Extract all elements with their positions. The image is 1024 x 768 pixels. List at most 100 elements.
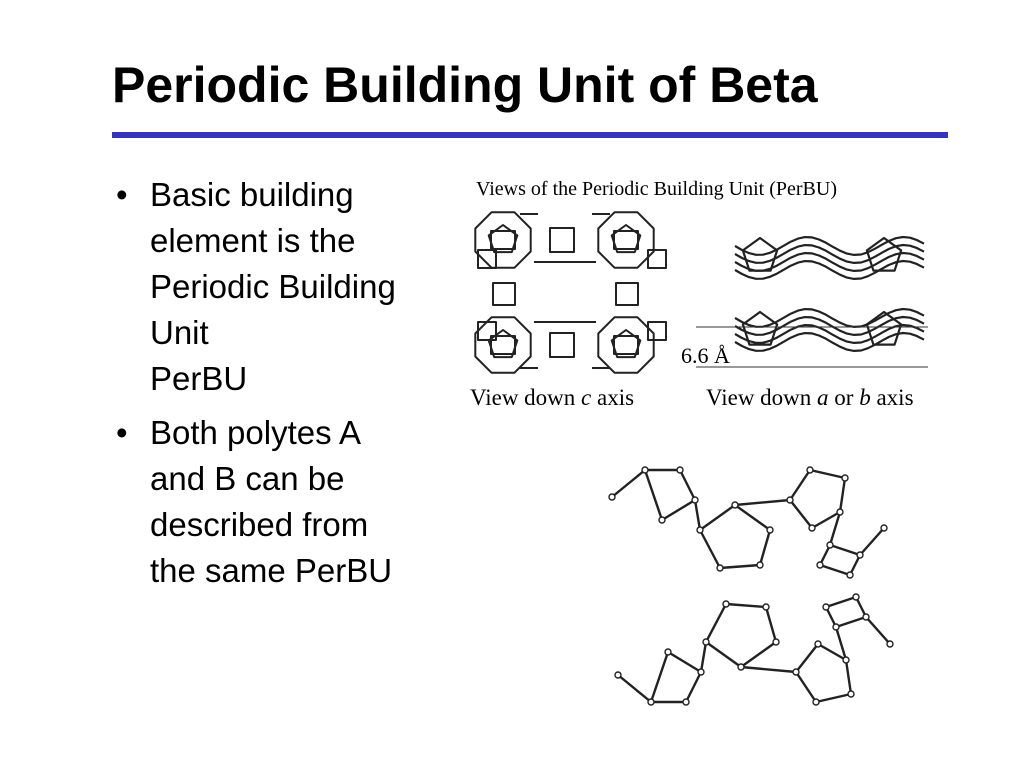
layer-line: [734, 307, 925, 328]
bond-line: [649, 651, 670, 703]
bond-line: [764, 606, 778, 643]
bullet-line: Both polytes A: [150, 414, 361, 451]
atom-node: [841, 474, 849, 482]
atom-node: [862, 613, 870, 621]
atom-node: [852, 593, 860, 601]
atom-node: [806, 466, 814, 474]
ring-shape: [597, 211, 655, 269]
atom-node: [696, 526, 704, 534]
caption-axis: c: [581, 385, 592, 410]
atom-node: [772, 638, 780, 646]
atom-node: [756, 561, 764, 569]
bond-line: [835, 615, 867, 629]
bond-line: [818, 544, 832, 566]
bond-line: [699, 641, 708, 673]
bond-line: [725, 602, 767, 609]
bond-line: [734, 504, 771, 531]
bond-line: [844, 659, 853, 695]
bond-line: [705, 641, 742, 668]
caption-text: View down: [706, 385, 818, 410]
bullet-line: PerBU: [150, 360, 248, 397]
ring-shape: [474, 316, 532, 374]
bond-line: [661, 498, 696, 522]
bullet-line: and B can be: [150, 460, 345, 497]
bullet-line: Basic building: [150, 176, 354, 213]
bond-line: [617, 674, 652, 703]
atom-node: [836, 508, 844, 516]
bond-line: [809, 468, 846, 480]
ring-shape: [865, 236, 903, 272]
bond-line: [825, 595, 857, 609]
atom-node: [664, 648, 672, 656]
caption-text: axis: [591, 385, 635, 410]
layer-line: [734, 331, 925, 352]
layer-line: [734, 235, 925, 256]
atom-node: [832, 623, 840, 631]
bullet-marker: •: [116, 414, 128, 451]
caption-view-c: View down c axis: [470, 385, 634, 411]
bullet-line: element is the: [150, 222, 356, 259]
caption-text: or: [828, 385, 860, 410]
layer-line: [734, 243, 925, 264]
bullet-item: • Basic building element is the Periodic…: [112, 172, 457, 402]
bond-line: [698, 529, 722, 569]
ring-shape: [549, 332, 575, 358]
bond-line: [704, 603, 728, 643]
ring-shape: [597, 316, 655, 374]
atom-node: [886, 640, 894, 648]
bond-line: [838, 477, 847, 513]
bond-line: [643, 469, 664, 521]
atom-node: [880, 524, 888, 532]
bond-line: [817, 642, 847, 662]
atom-node: [731, 501, 739, 509]
bullet-line: the same PerBU: [150, 552, 393, 589]
ring-shape: [477, 321, 497, 341]
atom-node: [608, 493, 616, 501]
ring-shape: [613, 335, 639, 355]
atom-node: [658, 516, 666, 524]
bond-line: [854, 596, 868, 618]
layer-line: [734, 259, 925, 280]
atom-node: [786, 496, 794, 504]
caption-text: View down: [470, 385, 582, 410]
caption-text: axis: [870, 385, 914, 410]
bond-line: [815, 692, 852, 704]
atom-node: [737, 663, 745, 671]
ring-shape: [647, 249, 667, 269]
view-down-c-diagram: [474, 211, 667, 374]
ring-shape: [741, 310, 779, 346]
bond-line: [811, 510, 841, 530]
ring-shape: [549, 227, 575, 253]
atom-node: [762, 603, 770, 611]
atom-node: [822, 603, 830, 611]
bond-line: [859, 527, 885, 556]
bond-line: [824, 606, 838, 628]
atom-node: [614, 671, 622, 679]
atom-node: [716, 564, 724, 572]
bond-line: [693, 499, 702, 531]
bond-line: [667, 650, 702, 674]
bullet-line: described from: [150, 506, 369, 543]
bond-line: [611, 469, 646, 498]
atom-node: [816, 561, 824, 569]
atom-node: [697, 668, 705, 676]
atom-node: [846, 571, 854, 579]
ring-shape: [490, 230, 516, 250]
atom-node: [647, 698, 655, 706]
ring-shape: [492, 282, 516, 306]
ball-stick-diagram: [608, 466, 894, 706]
bond-line: [734, 498, 791, 507]
figure-title: Views of the Periodic Building Unit (Per…: [476, 178, 837, 200]
bond-line: [819, 563, 851, 577]
atom-node: [842, 656, 850, 664]
atom-node: [826, 541, 834, 549]
bond-line: [699, 504, 736, 531]
bullet-line: Unit: [150, 314, 209, 351]
caption-view-ab: View down a or b axis: [706, 385, 914, 411]
atom-node: [792, 668, 800, 676]
bond-line: [740, 641, 777, 668]
bond-line: [828, 511, 842, 546]
bond-line: [795, 671, 817, 703]
bond-line: [719, 563, 761, 570]
